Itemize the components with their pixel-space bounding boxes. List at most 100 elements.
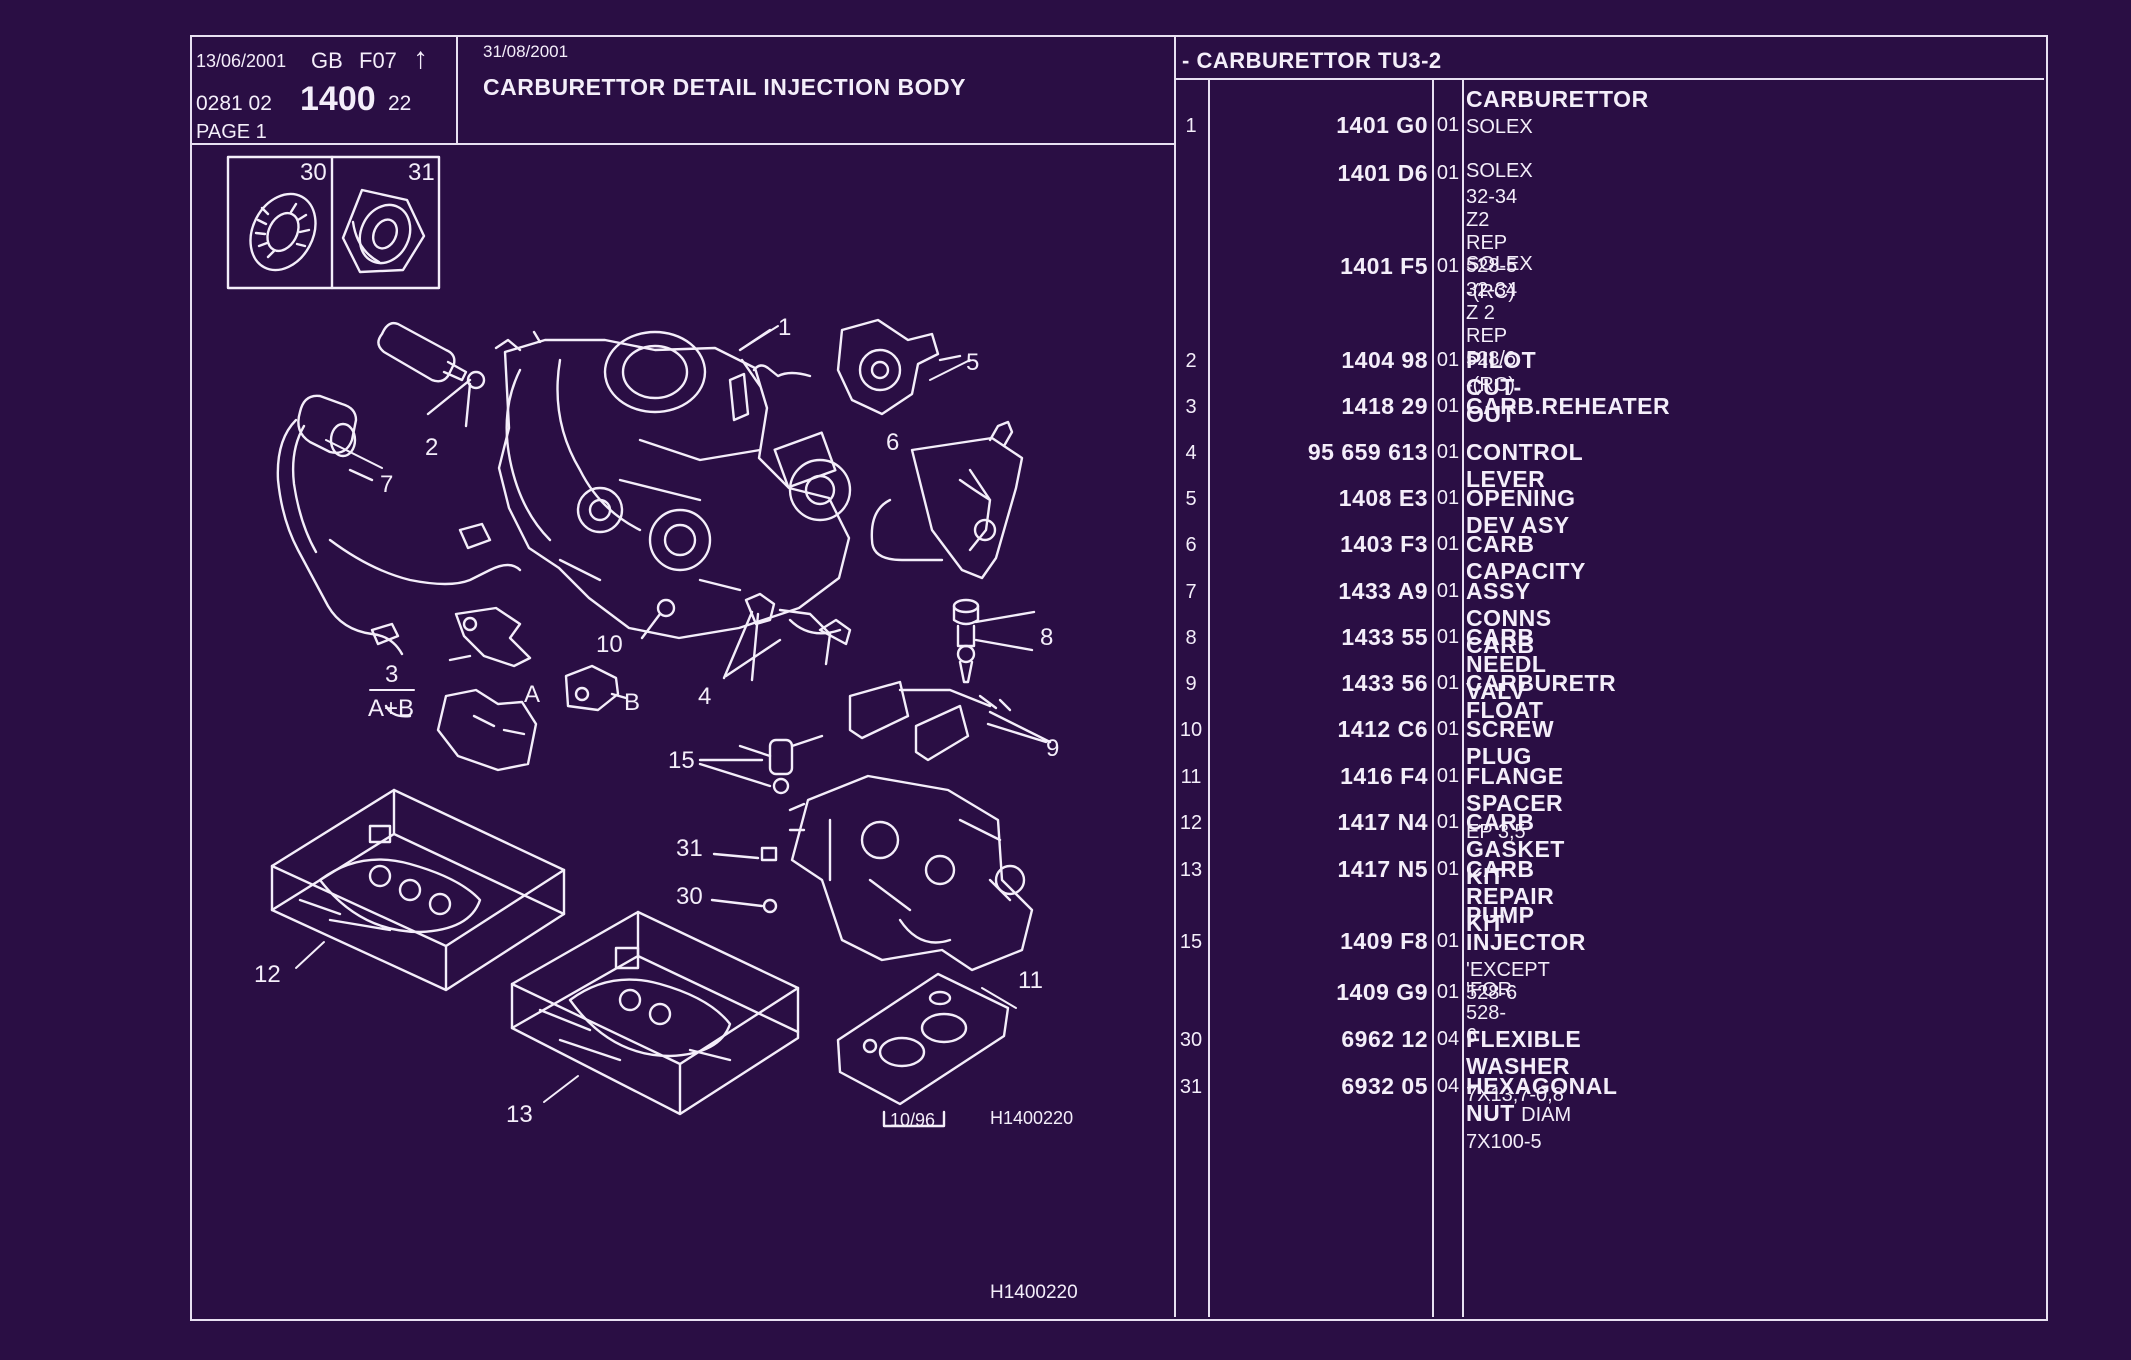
- description-main: PILOT CUT-OUT: [1466, 347, 1537, 427]
- description-main: FLEXIBLE WASHER: [1466, 1026, 1582, 1079]
- row-description: HEXAGONAL NUT DIAM 7X100-5: [1466, 1073, 1617, 1154]
- panel-divider: [1174, 37, 1176, 1317]
- description-main: OPENING DEV ASY: [1466, 485, 1576, 538]
- row-item-number: 4: [1185, 442, 1197, 464]
- description-main: ASSY CONNS CARB: [1466, 578, 1552, 658]
- description-main: CARB.REHEATER: [1466, 393, 1671, 419]
- row-reference: 1433 A9: [1338, 578, 1428, 604]
- row-quantity: 01: [1436, 487, 1460, 509]
- row-reference: 1401 G0: [1336, 112, 1428, 138]
- row-item-number: 3: [1185, 396, 1197, 418]
- description-detail: DIAM 7X100-5: [1466, 1104, 1572, 1153]
- description-detail: EP 3,5: [1466, 821, 1526, 843]
- row-item-number: 9: [1185, 673, 1197, 695]
- row-quantity: 01: [1436, 858, 1460, 880]
- description-line: -(RC): [1466, 374, 1515, 396]
- row-quantity: 01: [1436, 930, 1460, 952]
- row-quantity: 01: [1436, 981, 1460, 1003]
- row-reference: 6932 05: [1341, 1073, 1428, 1099]
- row-description: ASSY CONNS CARB: [1466, 578, 1552, 659]
- header-language: GB: [311, 48, 343, 73]
- row-quantity: 01: [1436, 718, 1460, 740]
- row-item-number: 8: [1185, 627, 1197, 649]
- row-reference: 1409 F8: [1340, 928, 1428, 954]
- row-reference: 6962 12: [1341, 1026, 1428, 1052]
- row-quantity: 01: [1436, 533, 1460, 555]
- row-item-number: 1: [1185, 115, 1197, 137]
- header-ref-suffix: 22: [388, 92, 412, 115]
- row-description: CARB CAPACITY: [1466, 531, 1586, 585]
- row-reference: 1412 C6: [1337, 716, 1428, 742]
- header-ref-main: 1400: [300, 80, 376, 118]
- header-date-2: 31/08/2001: [483, 42, 569, 61]
- section-title-rule: [1174, 78, 2044, 80]
- description-main: HEXAGONAL NUT: [1466, 1073, 1618, 1126]
- row-item-number: 10: [1179, 719, 1203, 741]
- header-page: PAGE 1: [196, 121, 267, 143]
- row-description: CARB GASKET KIT: [1466, 809, 1565, 890]
- header-code: F07: [359, 48, 397, 73]
- header-bottom-rule: [192, 143, 1174, 145]
- row-reference: 1409 G9: [1336, 979, 1428, 1005]
- row-reference: 95 659 613: [1307, 439, 1428, 465]
- sheet-frame: [190, 35, 2048, 1321]
- row-reference: 1403 F3: [1340, 531, 1428, 557]
- row-quantity: 01: [1436, 395, 1460, 417]
- row-description: SOLEX 32-34 Z 2 REP 528/6 -(RC): [1466, 253, 1533, 397]
- description-line: 32-34 Z2 REP 528-5: [1466, 186, 1518, 277]
- description-main: CARB REPAIR KIT: [1466, 856, 1555, 936]
- row-item-number: 12: [1179, 812, 1203, 834]
- description-main: PUMP INJECTOR: [1466, 902, 1586, 955]
- description-main: FLANGE SPACER: [1466, 763, 1564, 816]
- row-description: 'FOR 528-6: [1466, 979, 1512, 1048]
- row-quantity: 04: [1436, 1028, 1460, 1050]
- up-arrow-icon: ↑: [413, 42, 428, 75]
- description-line: SOLEX: [1466, 253, 1533, 275]
- row-reference: 1433 56: [1341, 670, 1428, 696]
- row-reference: 1404 98: [1341, 347, 1428, 373]
- row-description: CARB.REHEATER: [1466, 393, 1670, 420]
- description-line: 32-34 Z 2 REP 528/6: [1466, 279, 1518, 370]
- description-line: 'EXCEPT 528-6: [1466, 959, 1550, 1004]
- row-description: CONTROL LEVER: [1466, 439, 1583, 493]
- row-description: CARBURETR FLOAT: [1466, 670, 1616, 724]
- section-title: - CARBURETTOR TU3-2: [1182, 48, 1442, 73]
- header-date-1: 13/06/2001: [196, 51, 287, 71]
- row-reference: 1408 E3: [1338, 485, 1428, 511]
- row-quantity: 01: [1436, 672, 1460, 694]
- description-main: CARB CAPACITY: [1466, 531, 1586, 584]
- row-item-number: 6: [1185, 534, 1197, 556]
- row-reference: 1417 N5: [1337, 856, 1428, 882]
- row-quantity: 01: [1436, 349, 1460, 371]
- row-description: PILOT CUT-OUT: [1466, 347, 1536, 428]
- row-quantity: 01: [1436, 626, 1460, 648]
- row-description: PUMP INJECTOR'EXCEPT 528-6: [1466, 902, 1586, 1005]
- row-reference: 1417 N4: [1337, 809, 1428, 835]
- row-quantity: 01: [1436, 255, 1460, 277]
- drawing-code-bottom: H1400220: [990, 1282, 1078, 1303]
- row-item-number: 7: [1185, 581, 1197, 603]
- row-item-number: 13: [1179, 859, 1203, 881]
- row-reference: 1401 D6: [1337, 160, 1428, 186]
- description-line: SOLEX: [1466, 160, 1533, 182]
- row-quantity: 01: [1436, 580, 1460, 602]
- row-item-number: 2: [1185, 350, 1197, 372]
- description-main: CARB GASKET KIT: [1466, 809, 1565, 889]
- column-rule-num: [1208, 78, 1210, 1317]
- row-description: FLANGE SPACER EP 3,5: [1466, 763, 1564, 844]
- row-reference: 1416 F4: [1340, 763, 1428, 789]
- description-line: SOLEX: [1466, 116, 1533, 138]
- row-description: CARB NEEDL VALV: [1466, 624, 1546, 705]
- description-main: CARB NEEDL VALV: [1466, 624, 1547, 704]
- page-title: CARBURETTOR DETAIL INJECTION BODY: [483, 74, 966, 100]
- row-description: OPENING DEV ASY: [1466, 485, 1576, 539]
- row-item-number: 11: [1180, 766, 1202, 788]
- row-reference: 1433 55: [1341, 624, 1428, 650]
- description-main: CARBURETR FLOAT: [1466, 670, 1617, 723]
- row-item-number: 5: [1185, 488, 1197, 510]
- row-description: CARB REPAIR KIT: [1466, 856, 1554, 937]
- row-quantity: 01: [1436, 441, 1460, 463]
